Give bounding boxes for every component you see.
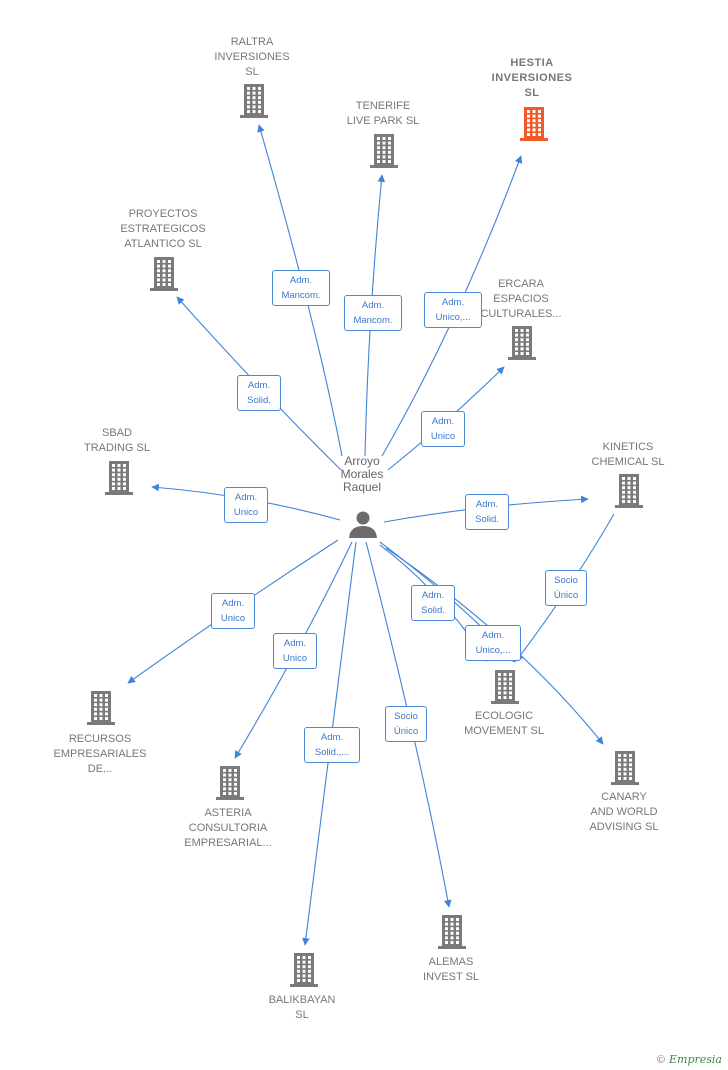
- edge-label-sbad[interactable]: Adm. Unico: [224, 487, 268, 523]
- nodes-layer: [87, 84, 643, 987]
- building-icon[interactable]: [520, 107, 548, 141]
- edge-label-kinetics[interactable]: Adm. Solid.: [465, 494, 509, 530]
- edge-label-eco-solid[interactable]: Adm. Solid.: [411, 585, 455, 621]
- company-label-balikbayan[interactable]: BALIKBAYAN SL: [268, 994, 336, 1021]
- company-label-proyectos[interactable]: PROYECTOS ESTRATEGICOS ATLANTICO SL: [120, 208, 206, 250]
- company-label-ecologic[interactable]: ECOLOGIC MOVEMENT SL: [464, 710, 544, 737]
- company-label-tenerife[interactable]: TENERIFE LIVE PARK SL: [346, 100, 420, 127]
- company-label-kinetics[interactable]: KINETICS CHEMICAL SL: [591, 441, 665, 468]
- edge-label-raltra[interactable]: Adm. Mancom.: [272, 270, 330, 306]
- edge-label-balikbayan[interactable]: Adm. Solid.,...: [304, 727, 360, 763]
- building-icon[interactable]: [491, 670, 519, 704]
- edge-label-hestia[interactable]: Adm. Unico,...: [424, 292, 482, 328]
- edge-label-proyectos[interactable]: Adm. Solid.: [237, 375, 281, 411]
- edge-line-raltra: [257, 124, 343, 457]
- building-icon[interactable]: [290, 953, 318, 987]
- building-icon[interactable]: [240, 84, 268, 118]
- building-icon[interactable]: [438, 915, 466, 949]
- company-label-alemas[interactable]: ALEMAS INVEST SL: [422, 956, 480, 983]
- edge-label-recursos[interactable]: Adm. Unico: [211, 593, 255, 629]
- person-icon[interactable]: [349, 511, 377, 539]
- building-icon[interactable]: [150, 257, 178, 291]
- building-icon[interactable]: [216, 766, 244, 800]
- edge-label-tenerife[interactable]: Adm. Mancom.: [344, 295, 402, 331]
- building-icon[interactable]: [611, 751, 639, 785]
- copyright-icon: ©: [656, 1054, 665, 1066]
- company-label-recursos[interactable]: RECURSOS EMPRESARIALES DE...: [53, 733, 147, 775]
- building-icon[interactable]: [508, 326, 536, 360]
- building-icon[interactable]: [615, 474, 643, 508]
- company-label-canary[interactable]: CANARY AND WORLD ADVISING SL: [589, 791, 659, 833]
- company-label-hestia[interactable]: HESTIA INVERSIONES SL: [491, 57, 573, 99]
- edge-label-ercara[interactable]: Adm. Unico: [421, 411, 465, 447]
- company-label-ercara[interactable]: ERCARA ESPACIOS CULTURALES...: [480, 278, 562, 320]
- company-label-raltra[interactable]: RALTRA INVERSIONES SL: [214, 36, 290, 78]
- building-icon[interactable]: [370, 134, 398, 168]
- edge-label-asteria[interactable]: Adm. Unico: [273, 633, 317, 669]
- center-person-label[interactable]: Arroyo Morales Raquel: [340, 454, 384, 494]
- brand-name[interactable]: Empresia: [669, 1053, 722, 1066]
- edge-label-kin-eco[interactable]: Socio Único: [545, 570, 587, 606]
- footer-brand: © Empresia: [657, 1053, 722, 1066]
- building-icon[interactable]: [105, 461, 133, 495]
- building-icon[interactable]: [87, 691, 115, 725]
- company-label-sbad[interactable]: SBAD TRADING SL: [83, 427, 151, 454]
- edge-label-eco-unico[interactable]: Adm. Unico,...: [465, 625, 521, 661]
- edge-label-alemas[interactable]: Socio Único: [385, 706, 427, 742]
- company-label-asteria[interactable]: ASTERIA CONSULTORIA EMPRESARIAL...: [184, 807, 272, 849]
